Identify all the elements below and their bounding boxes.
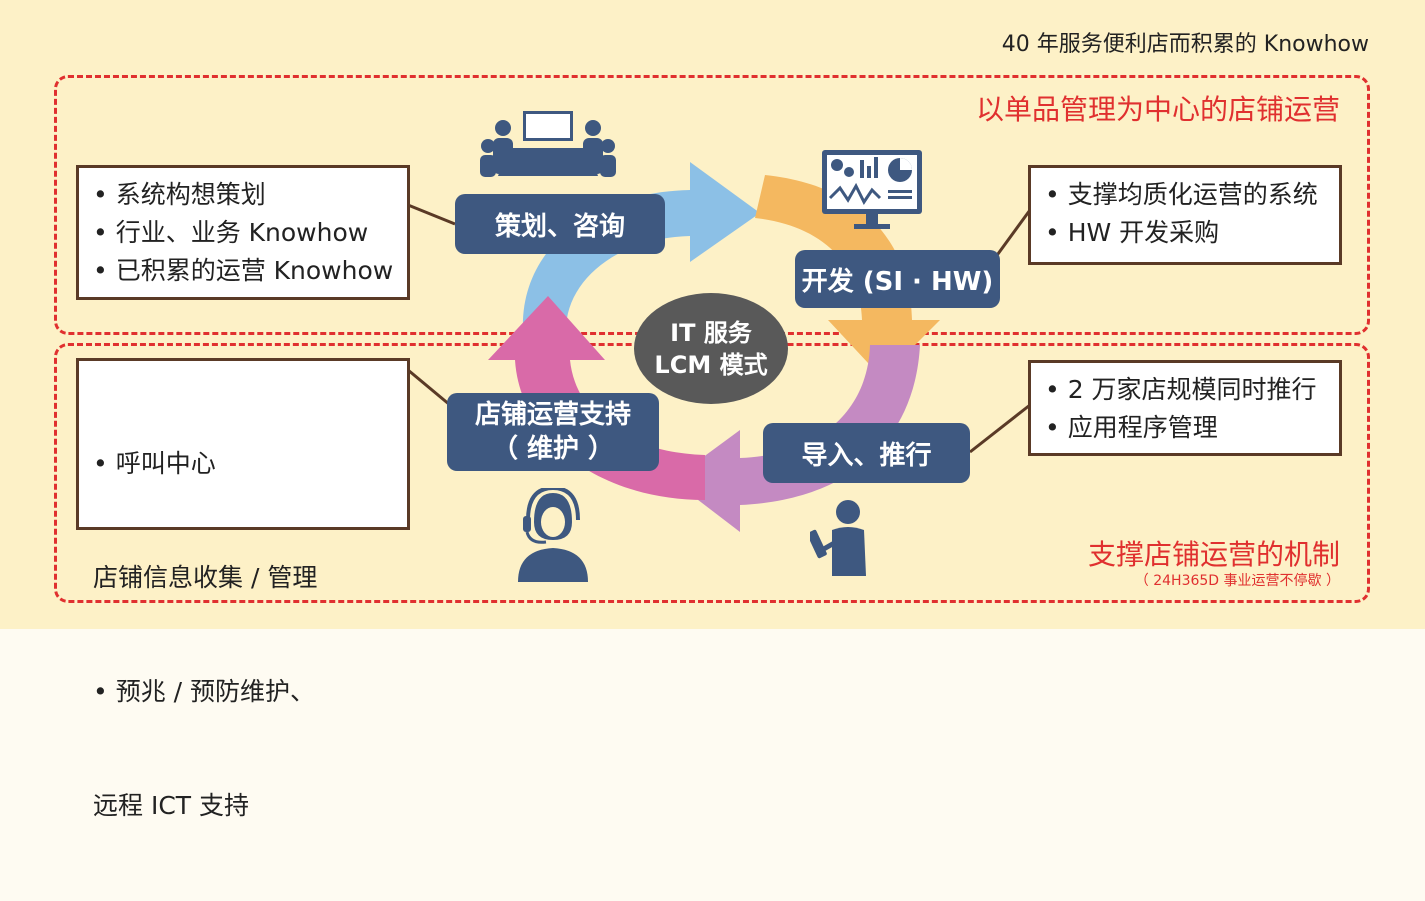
- monitor-dashboard-icon: [822, 150, 922, 229]
- box-development: • 支撑均质化运营的系统 • HW 开发采购: [1028, 165, 1342, 265]
- box-development-item: • HW 开发采购: [1045, 218, 1220, 247]
- person-tablet-icon: [810, 500, 866, 576]
- box-planning-item: • 系统构想策划: [93, 180, 266, 209]
- zone-bottom-subtitle: （ 24H365D 事业运营不停歇 ）: [1134, 573, 1340, 589]
- stage-support: 店铺运营支持 （ 维护 ）: [447, 393, 659, 471]
- box-support-item: 远程 ICT 支持: [93, 791, 249, 820]
- connector-support: [407, 368, 451, 407]
- stage-development-label: 开发 (SI · HW): [801, 266, 994, 297]
- arrow-blue: [522, 162, 760, 330]
- connector-development: [993, 209, 1032, 259]
- box-planning: • 系统构想策划 • 行业、业务 Knowhow • 已积累的运营 Knowho…: [76, 165, 410, 300]
- connector-planning: [407, 203, 456, 226]
- connector-rollout: [969, 403, 1031, 454]
- headset-operator-icon: [518, 488, 588, 582]
- box-rollout-item: • 应用程序管理: [1045, 413, 1218, 442]
- stage-rollout: 导入、推行: [763, 423, 970, 483]
- diagram-canvas: 40 年服务便利店而积累的 Knowhow 以单品管理为中心的店铺运营 支撑店铺…: [0, 0, 1425, 820]
- arrow-orange: [755, 175, 940, 378]
- top-note: 40 年服务便利店而积累的 Knowhow: [1001, 32, 1369, 57]
- zone-bottom-title: 支撑店铺运营的机制: [1087, 538, 1340, 571]
- stage-planning-label: 策划、咨询: [494, 211, 625, 242]
- center-lcm-model: IT 服务 LCM 模式: [634, 293, 788, 404]
- box-planning-item: • 已积累的运营 Knowhow: [93, 256, 394, 285]
- stage-support-label-1: 店铺运营支持: [474, 400, 631, 430]
- arrow-purple: [672, 345, 920, 532]
- zone-top-title: 以单品管理为中心的店铺运营: [975, 93, 1340, 126]
- box-support-item: 店铺信息收集 / 管理: [93, 563, 318, 592]
- box-rollout-item: • 2 万家店规模同时推行: [1045, 375, 1317, 404]
- box-development-item: • 支撑均质化运营的系统: [1045, 180, 1318, 209]
- box-planning-item: • 行业、业务 Knowhow: [93, 218, 369, 247]
- box-rollout: • 2 万家店规模同时推行 • 应用程序管理: [1028, 360, 1342, 456]
- center-line1: IT 服务: [670, 318, 752, 347]
- box-support-item: • 预兆 / 预防维护、: [93, 677, 316, 706]
- stage-support-label-2: （ 维护 ）: [491, 434, 615, 464]
- box-support: • 呼叫中心 店铺信息收集 / 管理 • 预兆 / 预防维护、 远程 ICT 支…: [76, 358, 410, 820]
- stage-development: 开发 (SI · HW): [795, 250, 1000, 308]
- meeting-icon: [480, 111, 616, 177]
- stage-rollout-label: 导入、推行: [801, 440, 932, 471]
- box-support-item: • 呼叫中心: [93, 449, 216, 478]
- center-line2: LCM 模式: [654, 350, 768, 379]
- stage-planning: 策划、咨询: [455, 194, 665, 254]
